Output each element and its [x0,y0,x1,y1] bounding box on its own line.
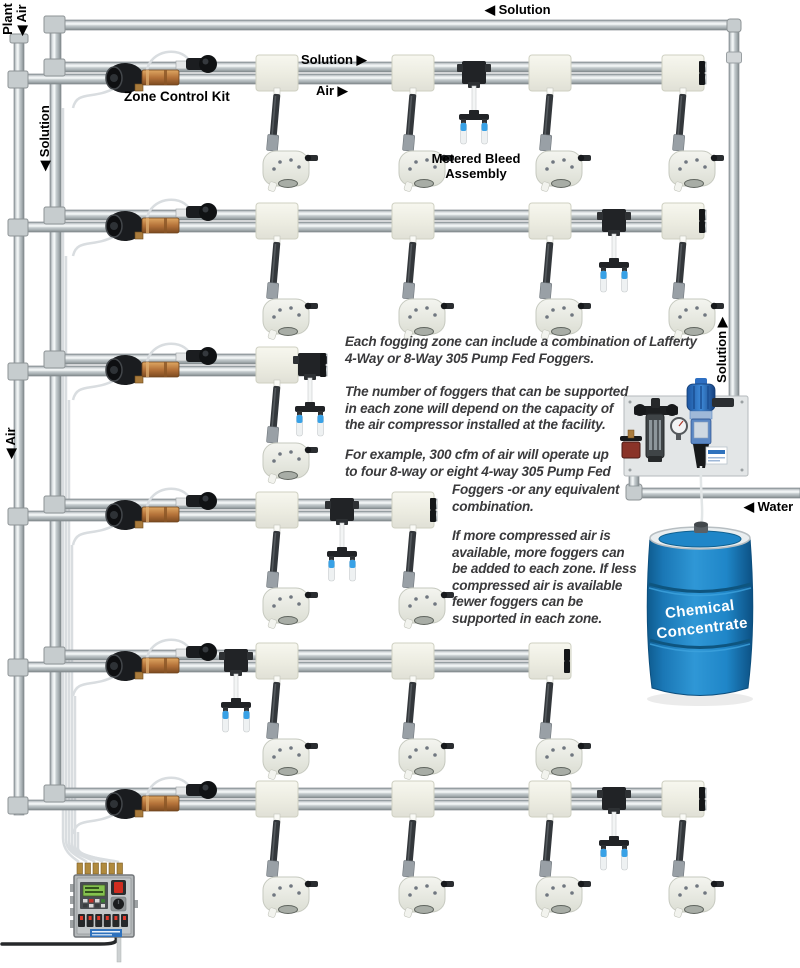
left-air-flow-label: ◀ Air [3,427,18,459]
controller-brand-label [90,929,122,937]
controller-zone-switches[interactable] [78,914,128,927]
pipe-end-cap [699,221,705,233]
pilot-tube-bundle [61,108,120,864]
solution-main-tee [43,495,66,514]
pipe-elbow [726,18,742,33]
air-main-tee [7,70,29,89]
pipe-end-cap [564,649,570,661]
pressure-gauge [670,417,688,440]
zone-control-kit-label: Zone Control Kit [124,89,230,104]
metered-bleed-assembly [456,60,492,145]
fogger-assembly [528,642,592,781]
pipe-end-cap [699,73,705,85]
zone-controller [0,862,138,963]
solution-main-tee [43,350,66,369]
air-main-tee [7,658,29,677]
pipe-tee [43,15,66,34]
info-paragraph-2: The number of foggers that can be suppor… [345,384,629,432]
controller-power-switch[interactable] [111,880,126,895]
metered-bleed-label: Metered Bleed Assembly [431,151,521,181]
air-inlet-socket [9,33,29,44]
solution-main-tee [43,206,66,225]
left-solution-flow-label: ◀ Solution [37,105,52,171]
water-inlet-valve [620,429,642,459]
pipe-end-cap [564,661,570,673]
zone1-solution-label: Solution ▶ [301,52,367,67]
pipe-end-cap [320,365,326,377]
zone-air-pipe [17,510,438,522]
zones-layer [7,50,725,919]
info-paragraph-1: Each fogging zone can include a combinat… [345,334,697,366]
controller-display[interactable] [80,882,108,909]
controller-power-cable [0,935,119,946]
top-solution-header-pipe [49,19,741,31]
pipe-end-cap [699,209,705,221]
injector-outlet-fitting [712,398,734,407]
pipe-end-cap [430,510,436,522]
metered-bleed-assembly [324,497,360,582]
controller-knob[interactable] [110,896,127,912]
chemical-drum [646,521,754,706]
info-paragraph-4: If more compressed air is available, mor… [452,528,637,626]
controller-conduit [116,936,122,963]
water-flow-label: ◀ Water [744,499,794,514]
injector-panel [620,378,749,477]
pipe-end-cap [699,61,705,73]
pipe-end-cap [699,799,705,811]
info-paragraph-3b: Foggers -or any equivalent combination. [452,482,620,514]
solution-main-tee [43,58,66,77]
plant-air-flow-label: ◀ Air [14,4,29,36]
top-solution-flow-label: ◀ Solution [485,2,551,17]
pipe-coupling [726,51,742,64]
chemical-injector-pump [686,378,734,468]
fogger-assembly [391,491,455,630]
air-main-tee [7,796,29,815]
zone1-air-label: Air ▶ [316,83,348,98]
solution-main-tee [43,784,66,803]
pipe-end-cap [320,353,326,365]
pipe-end-cap [699,787,705,799]
strainer-filter [634,398,678,462]
solution-main-tee [43,646,66,665]
info-paragraph-3: For example, 300 cfm of air will operate… [345,447,611,479]
fogger-assembly [661,780,725,919]
metered-bleed-assembly [218,648,254,733]
fogger-assembly [661,54,725,193]
air-main-tee [7,362,29,381]
metered-bleed-assembly [596,208,632,293]
plant-label: Plant [0,3,15,35]
metered-bleed-assembly [596,786,632,871]
air-main-tee [7,507,29,526]
main-pipes [9,15,742,816]
air-main-tee [7,218,29,237]
pipe-end-cap [430,498,436,510]
